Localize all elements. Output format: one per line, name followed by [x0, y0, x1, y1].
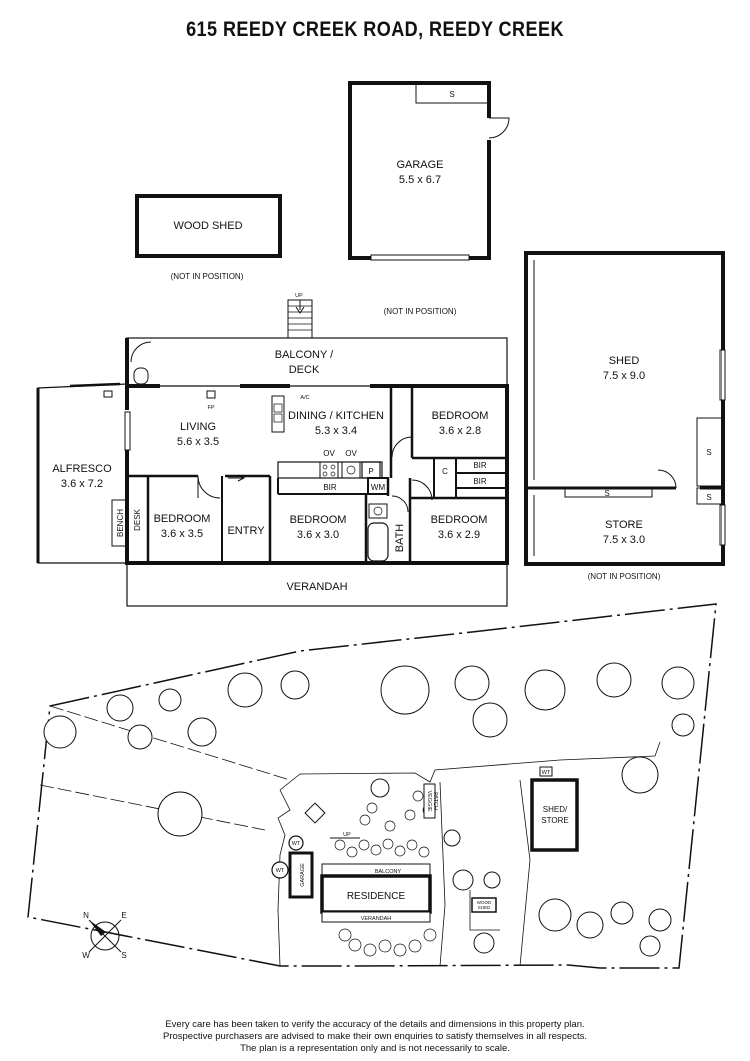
bedroom-mid-size: 3.6 x 3.0: [297, 529, 339, 541]
store-label: STORE: [605, 519, 643, 531]
bedroom-w-size: 3.6 x 3.5: [161, 528, 203, 540]
bedroom-se-size: 3.6 x 2.9: [438, 529, 480, 541]
site-shed-label-2: STORE: [541, 816, 568, 825]
garage-outbuilding: S GARAGE 5.5 x 6.7 (NOT IN POSITION): [348, 81, 510, 316]
wood-shed-label: WOOD SHED: [173, 220, 242, 232]
main-house-plan: UP BALCONY / DECK ALFRESCO 3.6 x 7.2 BEN…: [36, 293, 509, 607]
balcony-label-2: DECK: [289, 364, 320, 376]
site-up-label: UP: [343, 832, 351, 838]
site-balcony-label: BALCONY: [375, 869, 402, 875]
shed-label: SHED: [609, 355, 640, 367]
compass-west: W: [82, 951, 90, 960]
entry-label: ENTRY: [227, 525, 265, 537]
balcony-label-1: BALCONY /: [275, 349, 334, 361]
shed-store-mark-2: S: [706, 493, 711, 502]
shed-store-mark-1: S: [706, 448, 711, 457]
site-veggie-patch-2: PATCH: [432, 792, 438, 810]
site-wood-shed-2: SHED: [478, 905, 491, 910]
bedroom-se-label: BEDROOM: [431, 514, 488, 526]
bedroom-ne-label: BEDROOM: [432, 410, 489, 422]
compass-south: S: [121, 951, 126, 960]
living-size: 5.6 x 3.5: [177, 436, 219, 448]
dining-kitchen-size: 5.3 x 3.4: [315, 425, 357, 437]
bedroom-ne-size: 3.6 x 2.8: [439, 425, 481, 437]
wood-shed-outbuilding: WOOD SHED (NOT IN POSITION): [135, 194, 282, 281]
site-veggie-patch-1: VEGGIE: [426, 790, 432, 811]
compass-rose: N E W S: [82, 911, 126, 960]
dining-kitchen-label: DINING / KITCHEN: [288, 410, 384, 422]
wood-shed-note: (NOT IN POSITION): [171, 272, 244, 281]
fireplace-label: FP: [207, 405, 214, 411]
disclaimer: Every care has been taken to verify the …: [0, 1019, 750, 1055]
living-label: LIVING: [180, 421, 216, 433]
site-verandah-label: VERANDAH: [361, 916, 392, 922]
site-water-tank-1: WT: [292, 841, 301, 847]
site-wood-shed-1: WOOD: [477, 900, 492, 905]
alfresco-label: ALFRESCO: [52, 463, 112, 475]
stairs-up-label: UP: [295, 293, 303, 299]
desk-label: DESK: [133, 508, 142, 530]
shed-note: (NOT IN POSITION): [588, 572, 661, 581]
garage-store-mark: S: [449, 90, 454, 99]
disclaimer-line-1: Every care has been taken to verify the …: [165, 1019, 585, 1030]
bedroom-w-label: BEDROOM: [154, 513, 211, 525]
disclaimer-line-2: Prospective purchasers are advised to ma…: [162, 1031, 587, 1042]
bedroom-mid-label: BEDROOM: [290, 514, 347, 526]
garage-note: (NOT IN POSITION): [384, 307, 457, 316]
site-plan: GARAGE WT WT WT VEGGIE PATCH UP BALCONY …: [27, 603, 717, 969]
site-garage-label: GARAGE: [300, 863, 306, 887]
bath-label: BATH: [394, 524, 406, 553]
site-residence-label: RESIDENCE: [347, 891, 406, 902]
store-size: 7.5 x 3.0: [603, 534, 645, 546]
site-shed-label-1: SHED/: [543, 805, 568, 814]
garage-size: 5.5 x 6.7: [399, 174, 441, 186]
store-shelf-mark: S: [604, 489, 609, 498]
air-con-label: A/C: [300, 395, 309, 401]
shed-store-outbuilding: SHED 7.5 x 9.0 S S S STORE 7.5 x 3.0 (NO…: [524, 251, 726, 581]
verandah-label: VERANDAH: [286, 581, 347, 593]
disclaimer-line-3: The plan is a representation only and is…: [240, 1043, 510, 1054]
oven-1-label: OV: [323, 449, 335, 458]
pantry-label: P: [368, 467, 373, 476]
bir-2-label: BIR: [473, 477, 487, 486]
bir-mid-label: BIR: [323, 483, 337, 492]
linen-cupboard-label: C: [442, 467, 448, 476]
compass-east: E: [121, 911, 126, 920]
garage-label: GARAGE: [396, 159, 443, 171]
site-water-tank-2: WT: [276, 868, 285, 874]
site-water-tank-3: WT: [542, 770, 551, 776]
compass-north: N: [83, 911, 89, 920]
bench-label: BENCH: [116, 509, 125, 537]
laundry-label: WM: [371, 483, 386, 492]
alfresco-size: 3.6 x 7.2: [61, 478, 103, 490]
bir-1-label: BIR: [473, 461, 487, 470]
page-title: 615 REEDY CREEK ROAD, REEDY CREEK: [186, 18, 564, 41]
oven-2-label: OV: [345, 449, 357, 458]
shed-size: 7.5 x 9.0: [603, 370, 645, 382]
